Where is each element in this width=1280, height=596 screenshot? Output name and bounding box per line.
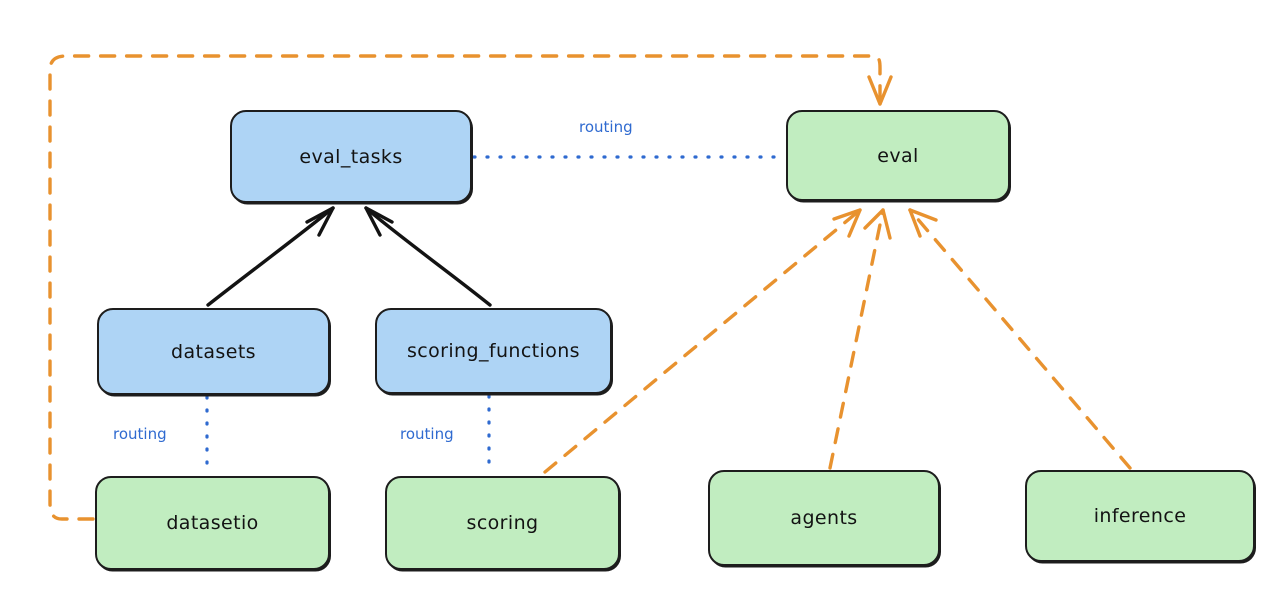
node-inference[interactable]: inference — [1025, 470, 1255, 562]
node-label-eval-tasks: eval_tasks — [299, 145, 403, 168]
edge-datasetio-to-eval — [48, 54, 893, 521]
edge-agents-to-eval — [828, 208, 892, 470]
edge-scoring-functions-to-eval-tasks — [364, 206, 492, 307]
node-eval[interactable]: eval — [786, 110, 1010, 201]
edge-label-routing-datasetio: routing — [110, 425, 170, 443]
node-scoring[interactable]: scoring — [385, 476, 620, 570]
edge-label-routing-eval: routing — [576, 118, 636, 136]
node-label-datasetio: datasetio — [166, 512, 259, 534]
node-datasetio[interactable]: datasetio — [95, 476, 330, 570]
node-scoring-functions[interactable]: scoring_functions — [375, 308, 612, 394]
node-label-agents: agents — [790, 507, 858, 529]
edge-label-routing-scoring: routing — [397, 425, 457, 443]
edge-datasets-to-eval-tasks — [206, 206, 335, 307]
node-datasets[interactable]: datasets — [97, 308, 330, 395]
node-label-eval: eval — [877, 144, 919, 167]
node-agents[interactable]: agents — [708, 470, 940, 566]
node-label-scoring: scoring — [466, 512, 539, 534]
edge-scoring-to-eval — [543, 208, 862, 474]
node-label-scoring-functions: scoring_functions — [407, 340, 580, 362]
node-label-inference: inference — [1093, 505, 1187, 527]
node-label-datasets: datasets — [171, 340, 256, 363]
node-eval-tasks[interactable]: eval_tasks — [230, 110, 472, 203]
edge-inference-to-eval — [908, 208, 1132, 470]
